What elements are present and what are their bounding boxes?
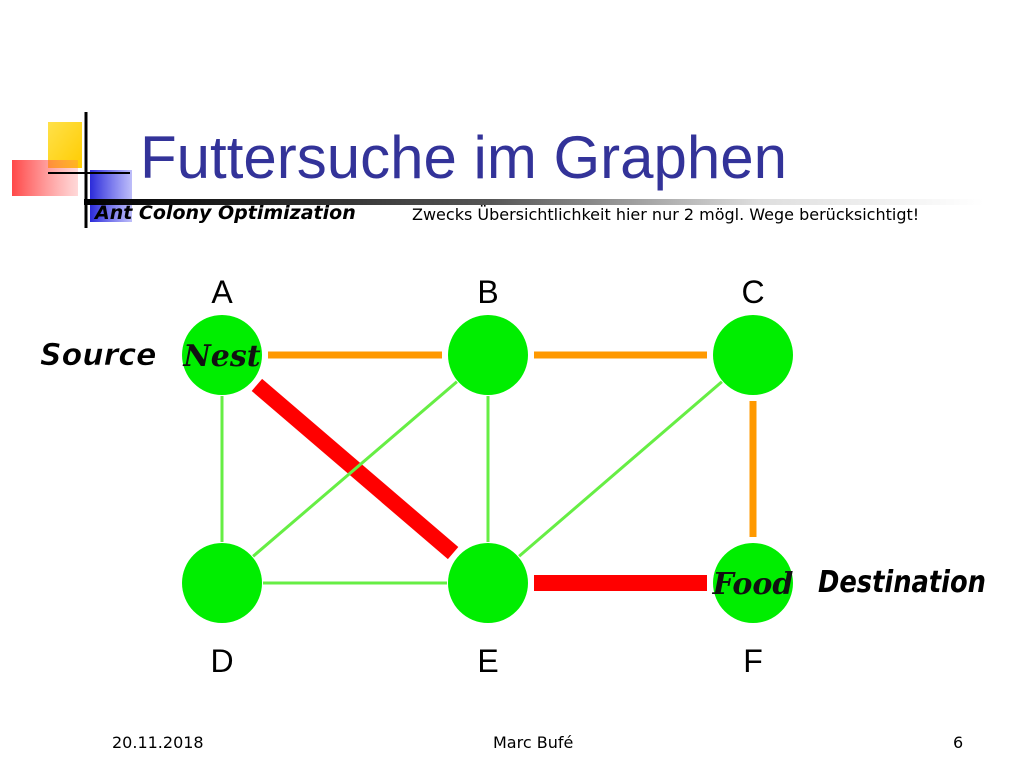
footer-author: Marc Bufé (493, 733, 574, 752)
footer-page-number: 6 (953, 733, 964, 752)
logo-red-square (12, 160, 78, 196)
node-f-label: F (743, 643, 763, 679)
title-underline (84, 199, 984, 205)
slide-title: Futtersuche im Graphen (140, 124, 787, 191)
graph-labels: Source Destination (40, 338, 986, 600)
node-f (713, 543, 793, 623)
edge-e-c (518, 380, 723, 558)
node-e (448, 543, 528, 623)
slide-logo-decoration (12, 112, 132, 228)
source-label: Source (40, 338, 157, 373)
node-d (182, 543, 262, 623)
slide-note: Zwecks Übersichtlichkeit hier nur 2 mögl… (412, 205, 920, 224)
node-a (182, 315, 262, 395)
edge-d-b (252, 380, 458, 558)
graph-edges (220, 351, 757, 591)
node-c (713, 315, 793, 395)
node-a-inner-label: Nest (182, 339, 260, 374)
footer-date: 20.11.2018 (112, 733, 204, 752)
node-a-label: A (211, 274, 233, 310)
node-b (448, 315, 528, 395)
destination-label: Destination (818, 565, 986, 600)
node-f-inner-label: Food (712, 567, 794, 602)
node-d-label: D (210, 643, 233, 679)
node-c-label: C (741, 274, 764, 310)
slide-subtitle: Ant Colony Optimization (95, 202, 356, 224)
node-e-label: E (477, 643, 498, 679)
logo-blue-square (90, 170, 132, 222)
node-b-label: B (477, 274, 498, 310)
